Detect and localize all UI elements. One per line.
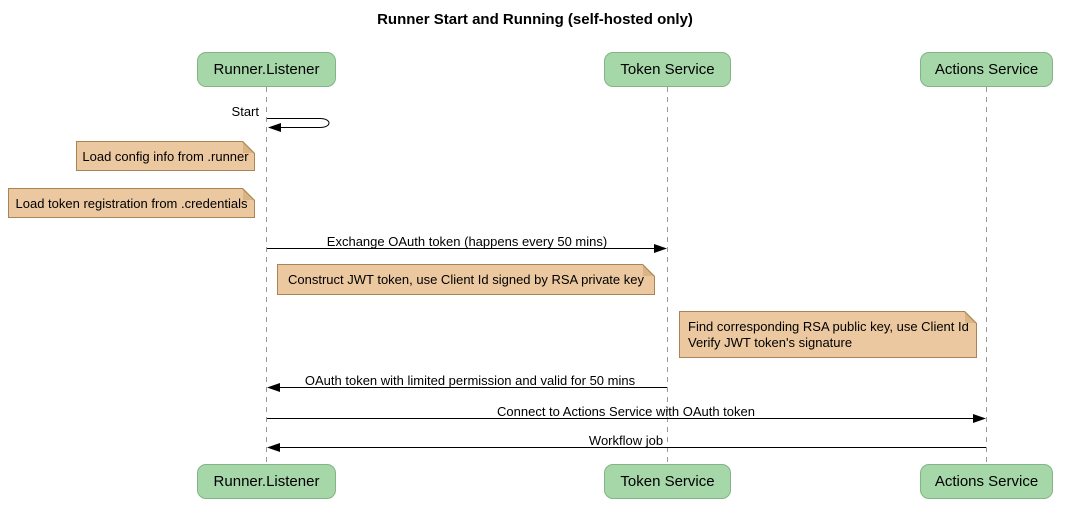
participant-bottom-actions-service: Actions Service — [920, 464, 1053, 499]
participant-top-token-service: Token Service — [604, 52, 731, 87]
participant-top-actions-service: Actions Service — [920, 52, 1053, 87]
participant-bottom-runner-listener: Runner.Listener — [197, 464, 336, 499]
note-text: Load token registration from .credential… — [15, 195, 248, 211]
arrowhead-oauth-token-return — [267, 383, 280, 392]
arrowhead-workflow-job — [267, 443, 280, 452]
note-load-token-registration: Load token registration from .credential… — [8, 188, 255, 218]
note-text-line2: Verify JWT token's signature — [688, 334, 853, 350]
note-text: Load config info from .runner — [82, 148, 249, 164]
participant-label: Runner.Listener — [213, 473, 320, 490]
message-label-exchange-oauth: Exchange OAuth token (happens every 50 m… — [326, 234, 608, 249]
message-label-connect-actions: Connect to Actions Service with OAuth to… — [497, 404, 755, 419]
participant-label: Runner.Listener — [213, 61, 320, 78]
note-construct-jwt: Construct JWT token, use Client Id signe… — [277, 264, 655, 295]
note-load-config: Load config info from .runner — [76, 141, 255, 171]
participant-label: Actions Service — [934, 61, 1039, 78]
arrowhead-connect-actions — [973, 414, 986, 423]
note-text-line1: Find corresponding RSA public key, use C… — [688, 318, 969, 334]
message-label-oauth-token-return: OAuth token with limited permission and … — [304, 373, 636, 388]
note-verify-jwt: Find corresponding RSA public key, use C… — [679, 311, 977, 358]
note-text: Construct JWT token, use Client Id signe… — [288, 272, 644, 287]
diagram-title: Runner Start and Running (self-hosted on… — [377, 11, 693, 28]
message-line-start-self-loop — [267, 118, 330, 128]
arrowhead-start — [268, 123, 281, 132]
message-label-workflow-job: Workflow job — [588, 433, 664, 448]
participant-label: Actions Service — [934, 473, 1039, 490]
participant-label: Token Service — [620, 473, 715, 490]
participant-bottom-token-service: Token Service — [604, 464, 731, 499]
participant-label: Token Service — [620, 61, 715, 78]
arrowhead-exchange-oauth — [654, 244, 667, 253]
participant-top-runner-listener: Runner.Listener — [197, 52, 336, 87]
message-label-start: Start — [231, 104, 259, 119]
